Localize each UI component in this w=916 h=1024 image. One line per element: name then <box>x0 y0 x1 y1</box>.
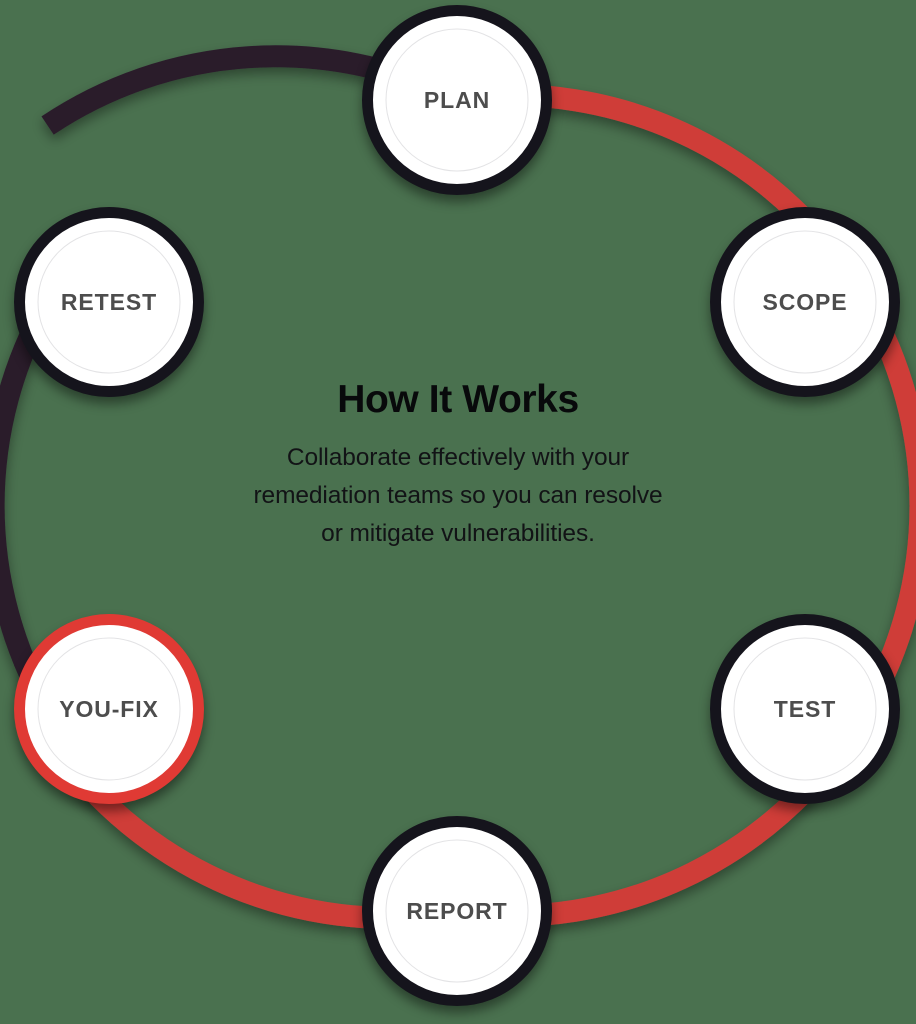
page-title: How It Works <box>337 378 579 421</box>
cycle-node-you-fix[interactable]: YOU-FIX <box>14 614 204 804</box>
cycle-node-label-test: TEST <box>773 695 837 722</box>
cycle-node-label-you-fix: YOU-FIX <box>59 695 159 722</box>
cycle-node-test[interactable]: TEST <box>710 614 900 804</box>
arc-you-fix-to-retest <box>0 296 58 715</box>
page-subtitle: Collaborate effectively with your remedi… <box>183 439 733 553</box>
cycle-node-label-retest: RETEST <box>60 288 158 315</box>
cycle-node-report[interactable]: REPORT <box>362 816 552 1006</box>
cycle-node-plan[interactable]: PLAN <box>362 5 552 195</box>
cycle-node-label-report: REPORT <box>406 897 508 924</box>
cycle-node-label-scope: SCOPE <box>762 288 848 315</box>
center-text-block: How It Works Collaborate effectively wit… <box>183 378 733 553</box>
arc-scope-to-test <box>856 296 916 715</box>
cycle-node-scope[interactable]: SCOPE <box>710 207 900 397</box>
subtitle-line-1: Collaborate effectively with your <box>286 443 630 471</box>
cycle-node-label-plan: PLAN <box>423 86 491 113</box>
subtitle-line-3: or mitigate vulnerabilities. <box>321 519 595 547</box>
cycle-node-retest[interactable]: RETEST <box>14 207 204 397</box>
subtitle-line-2: remediation teams so you can resolve <box>253 481 663 509</box>
